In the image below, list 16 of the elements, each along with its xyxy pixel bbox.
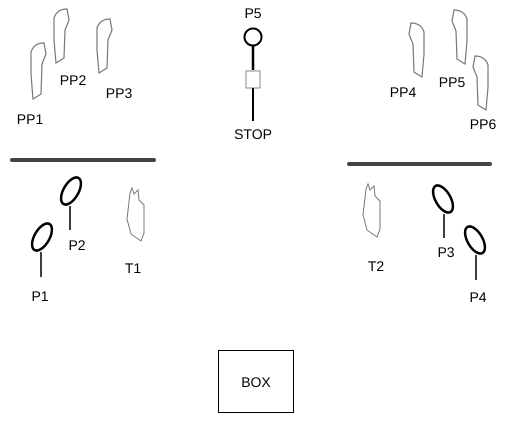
position-label: PP2 [60,73,86,87]
position-label: STOP [234,127,272,141]
position-label: PP5 [438,75,466,89]
position-label: PP6 [470,117,496,131]
position-label: PP1 [16,112,44,126]
position-label: T1 [124,261,142,275]
position-label: PP4 [390,85,416,99]
box-frame [218,350,294,413]
position-label: P5 [244,6,262,20]
position-label: P3 [437,245,455,259]
position-label: P1 [31,289,49,303]
position-label: P4 [469,290,487,304]
box-label: BOX [241,374,271,390]
position-label: PP3 [106,86,132,100]
position-label: T2 [368,259,384,273]
position-label: P2 [68,238,86,252]
